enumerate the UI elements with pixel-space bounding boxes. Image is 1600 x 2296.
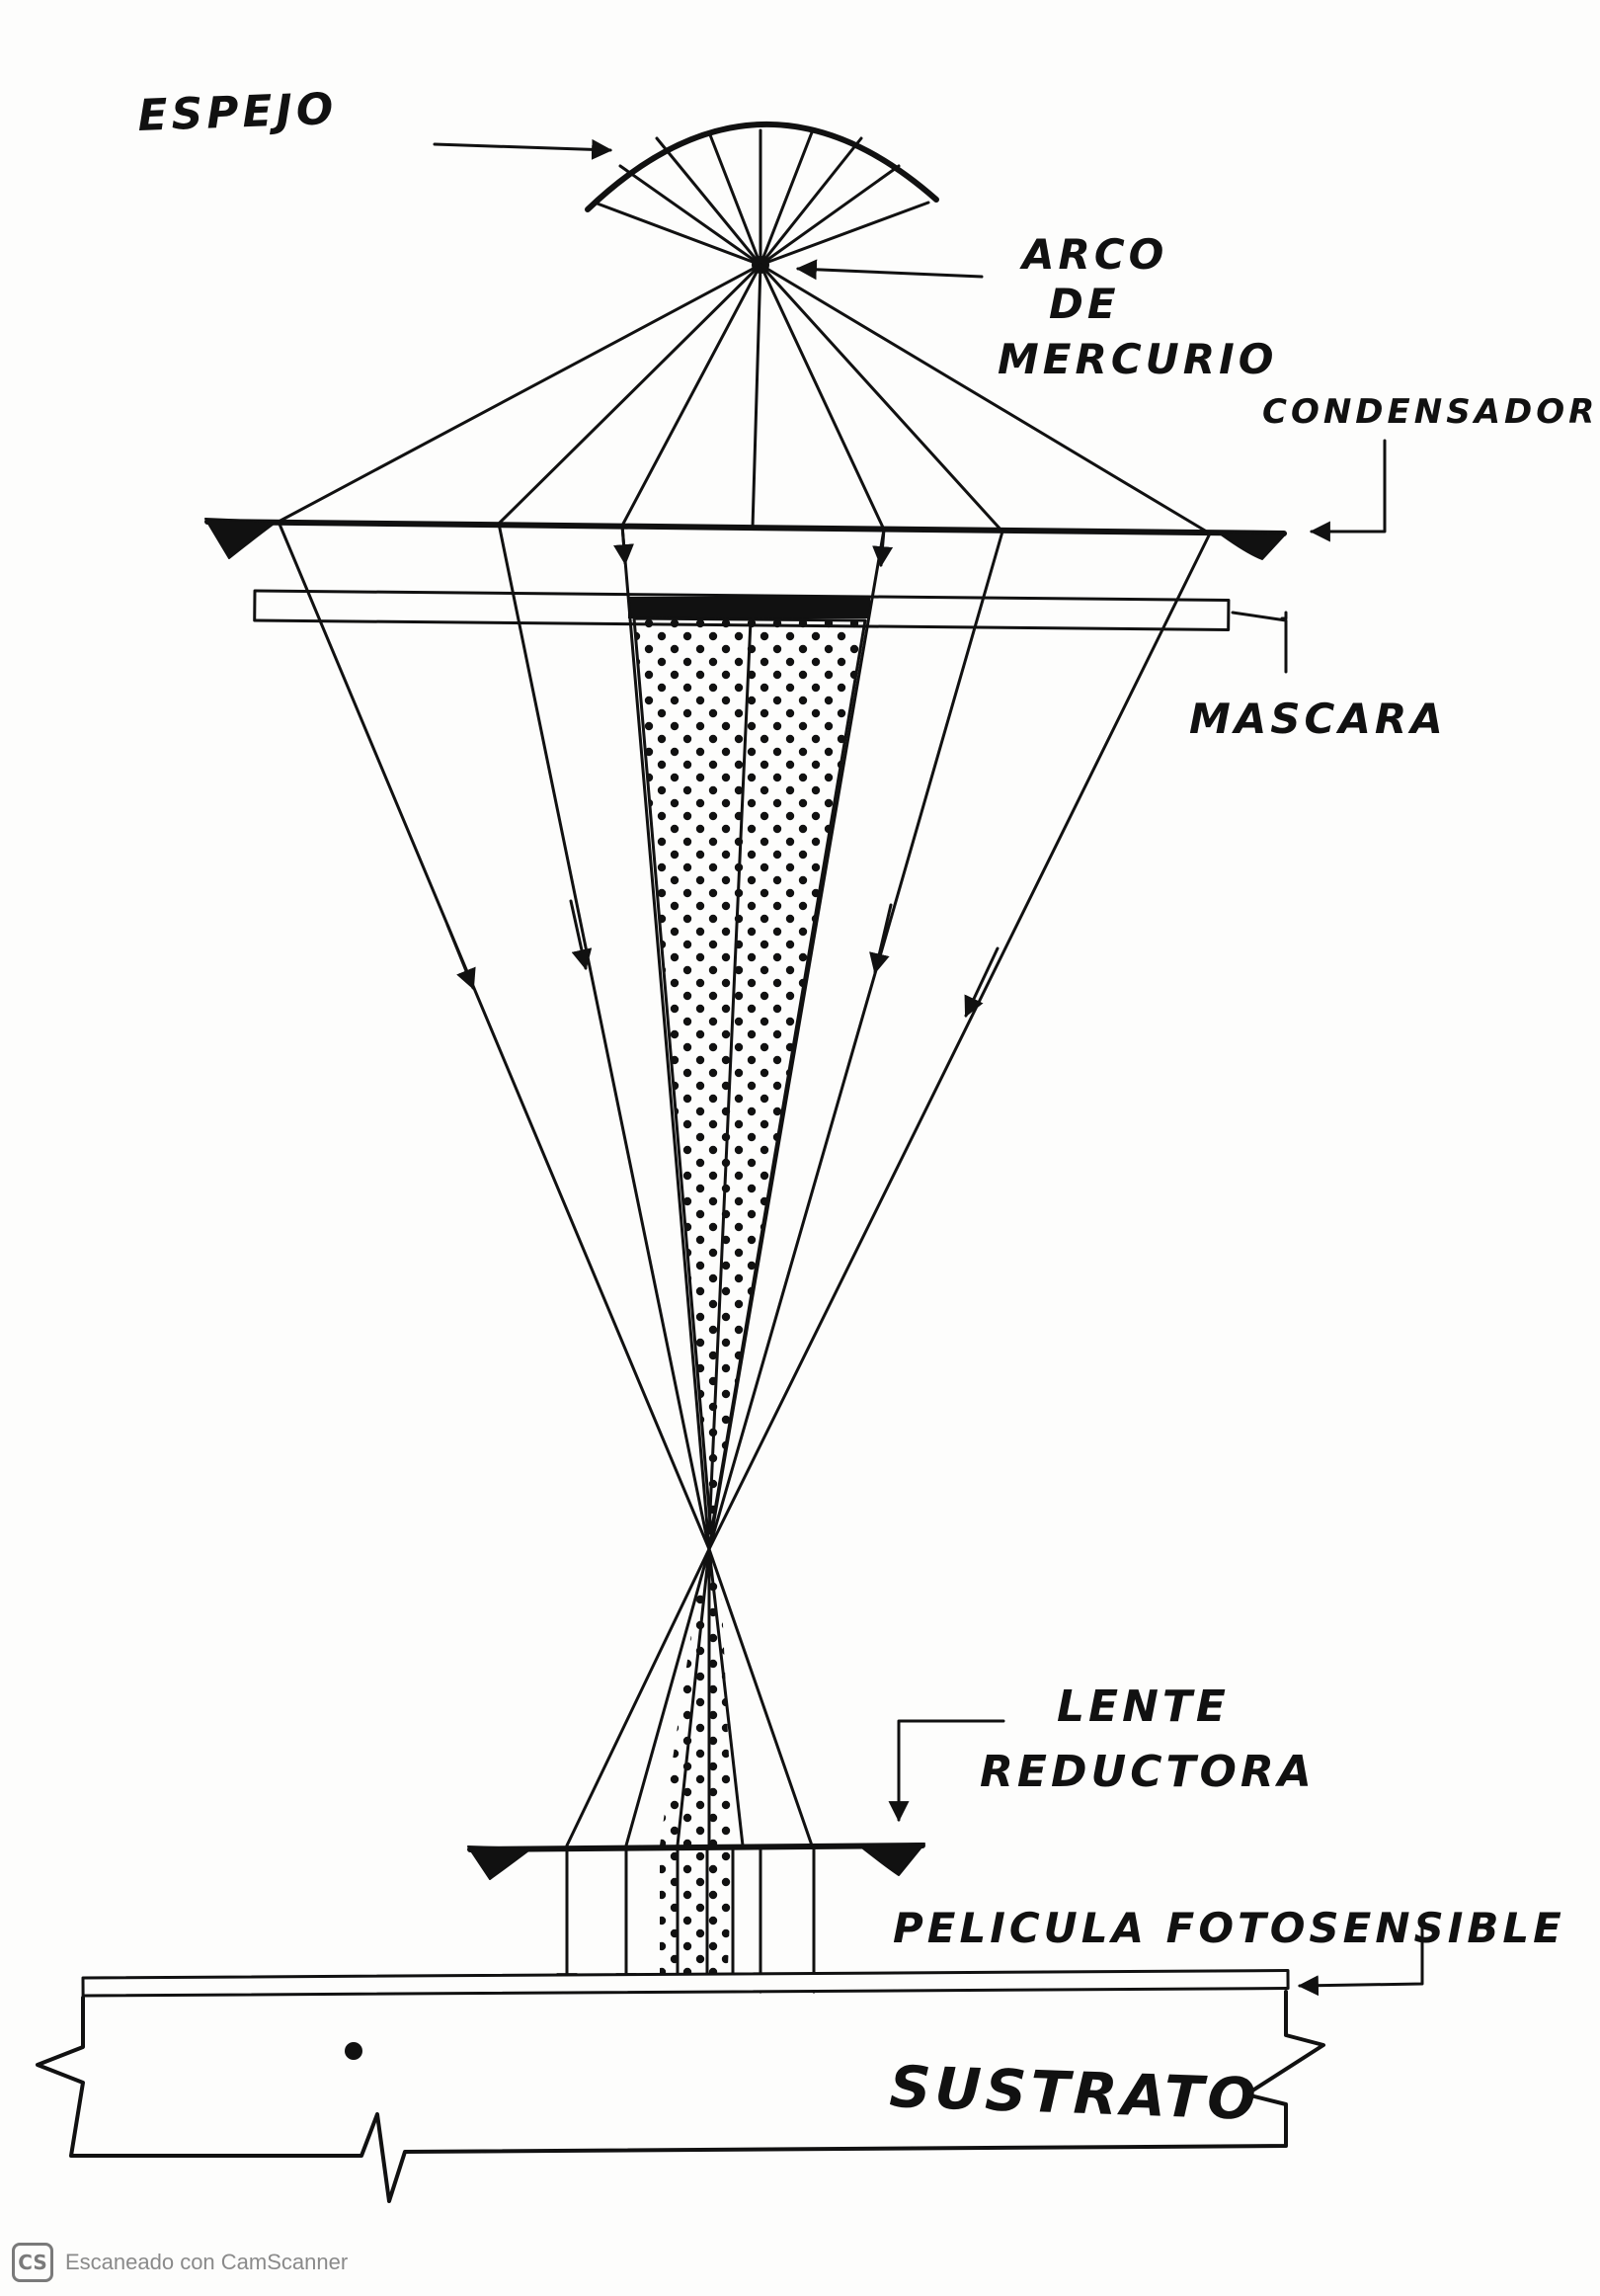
label-arco-line1: ARCO: [1019, 230, 1167, 279]
label-arco-line2: DE: [1049, 280, 1120, 328]
camscanner-logo: CS: [12, 2243, 53, 2282]
mirror-rays: [593, 128, 930, 267]
watermark-text: Escaneado con CamScanner: [65, 2250, 349, 2274]
converging-rays: [277, 520, 1212, 1551]
source-rays: [277, 263, 1212, 535]
label-pelicula: PELICULA FOTOSENSIBLE: [893, 1904, 1565, 1952]
label-lente-line2: REDUCTORA: [980, 1747, 1316, 1797]
parallel-rays: [556, 1847, 825, 1995]
reduced-pattern-beam: [660, 1581, 733, 1845]
ray-arrows: [445, 524, 1000, 1018]
scanner-watermark: CS Escaneado con CamScanner: [12, 2241, 348, 2284]
photosensitive-film: [81, 1969, 1290, 1998]
mirror-arc: [585, 121, 939, 212]
condenser-lens: [204, 518, 1287, 560]
label-espejo: ESPEJO: [137, 84, 338, 141]
label-lente-line1: LENTE: [1057, 1681, 1230, 1732]
label-arco-line3: MERCURIO: [998, 335, 1277, 383]
label-mascara: MASCARA: [1189, 695, 1447, 743]
leader-lines: [433, 138, 1424, 1997]
reduction-lens: [467, 1843, 925, 1880]
label-sustrato: SUSTRATO: [889, 2053, 1261, 2133]
label-condensador: CONDENSADOR: [1262, 392, 1598, 432]
